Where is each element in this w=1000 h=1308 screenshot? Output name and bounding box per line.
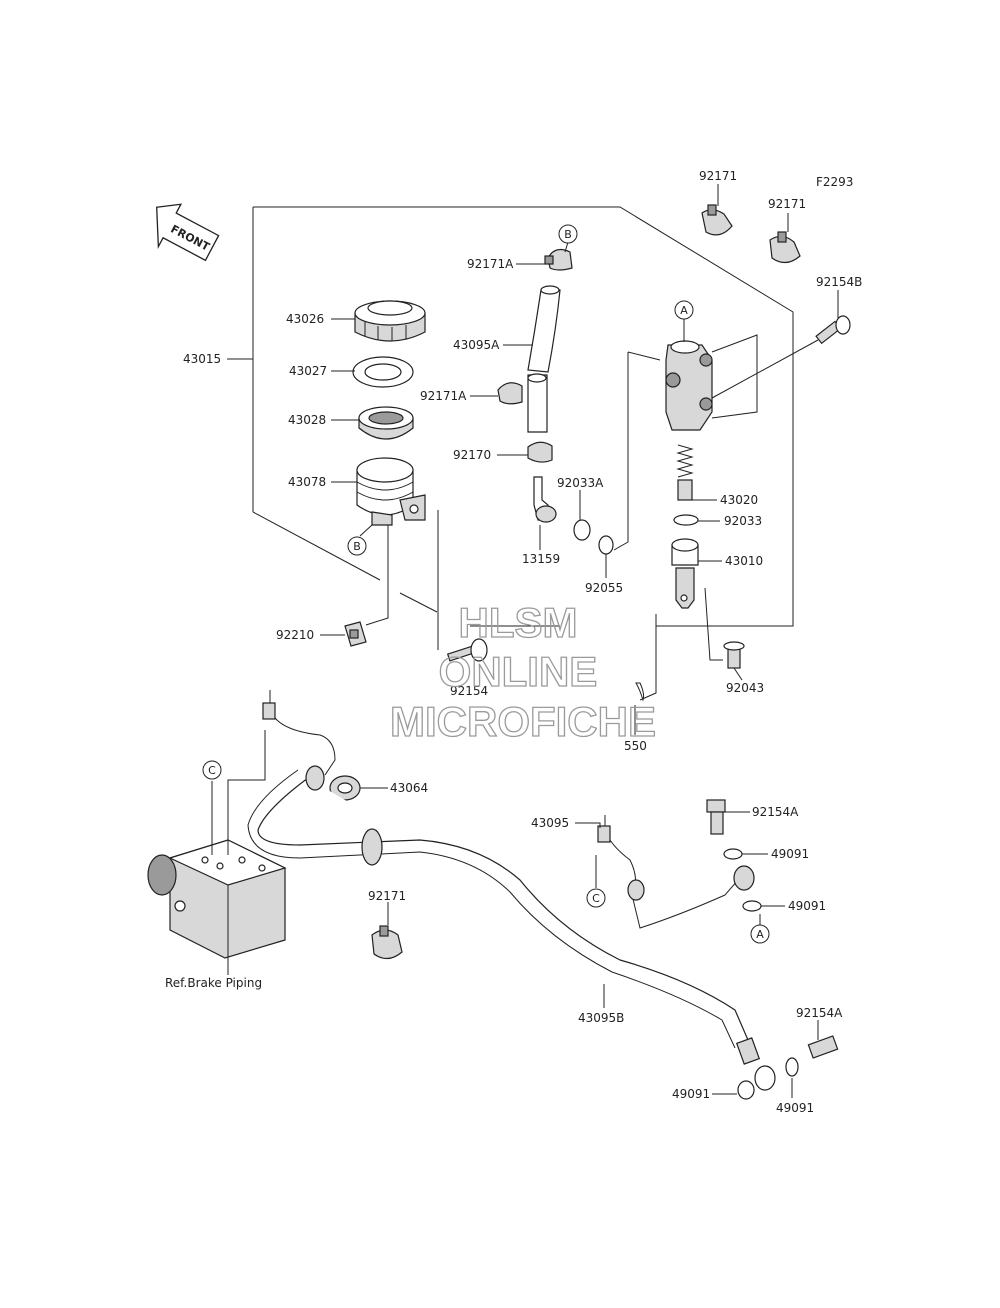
part-labels: 92171 92171 92154B 92171A 43026 43095A 4… xyxy=(165,169,862,1115)
part-label: 43064 xyxy=(390,781,428,795)
reservoir-cap-43026 xyxy=(354,300,426,342)
part-label: 92171A xyxy=(420,389,467,403)
part-label: 92154A xyxy=(752,805,799,819)
brake-hose-43095B xyxy=(247,765,776,1091)
bolt-92154B xyxy=(711,315,851,399)
part-label: 92170 xyxy=(453,448,491,462)
part-label: 43095 xyxy=(531,816,569,830)
svg-text:B: B xyxy=(353,540,361,553)
part-label: 92043 xyxy=(726,681,764,695)
part-label: 43027 xyxy=(289,364,327,378)
piston-43010 xyxy=(671,538,699,609)
brake-pipe-c xyxy=(597,815,755,929)
spring-43020 xyxy=(676,444,694,501)
part-label: 92171 xyxy=(699,169,737,183)
pin-92043 xyxy=(723,641,745,669)
part-label: 43095B xyxy=(578,1011,624,1025)
part-label: 92033A xyxy=(557,476,604,490)
part-label: 13159 xyxy=(522,552,560,566)
callout-c-right: C xyxy=(586,888,606,908)
washer-49091-low2 xyxy=(785,1057,799,1077)
watermark-line-3: MICROFICHE xyxy=(390,698,656,745)
part-label: 92033 xyxy=(724,514,762,528)
svg-text:A: A xyxy=(680,304,688,317)
svg-text:B: B xyxy=(564,228,572,241)
washer-49091-low1 xyxy=(737,1080,755,1100)
clamp-92171-top2 xyxy=(769,231,801,264)
bolt-92154 xyxy=(446,638,488,662)
hose-43095A xyxy=(527,285,561,433)
part-label: 92154 xyxy=(450,684,488,698)
part-label: 43078 xyxy=(288,475,326,489)
svg-text:A: A xyxy=(756,928,764,941)
banjo-bolt-92154A-low xyxy=(807,1035,839,1059)
master-cylinder-body xyxy=(665,334,758,431)
clamp-92170 xyxy=(527,441,553,463)
leader-lines xyxy=(211,184,839,1098)
clamp-92171-top1 xyxy=(701,204,733,236)
abs-unit xyxy=(147,839,287,959)
callout-b-bottom: B xyxy=(347,536,367,556)
clamp-92171A-top xyxy=(544,248,573,271)
figure-code: F2293 xyxy=(816,175,853,189)
part-label: 49091 xyxy=(672,1087,710,1101)
diaphragm-43028 xyxy=(358,406,414,440)
part-label: 92171 xyxy=(768,197,806,211)
watermark-line-1: HLSM xyxy=(459,599,578,646)
banjo-bolt-92154A-mid xyxy=(706,799,726,835)
part-label: 550 xyxy=(624,739,647,753)
circlip-92033A xyxy=(573,519,591,541)
washer-49091-mid1 xyxy=(723,848,743,860)
part-label: 43026 xyxy=(286,312,324,326)
diaphragm-plate-43027 xyxy=(352,356,414,388)
svg-text:C: C xyxy=(592,892,600,905)
clamp-92171-low xyxy=(371,925,403,960)
callout-a-bottom: A xyxy=(750,924,770,944)
fitting-13159 xyxy=(533,476,557,523)
part-label: 43028 xyxy=(288,413,326,427)
part-label: 92154B xyxy=(816,275,862,289)
reservoir-body-43078 xyxy=(356,457,426,526)
part-label: 92210 xyxy=(276,628,314,642)
front-arrow-icon: FRONT xyxy=(155,203,220,262)
callout-a-top: A xyxy=(674,300,694,320)
part-label: 49091 xyxy=(771,847,809,861)
part-label: 49091 xyxy=(776,1101,814,1115)
part-label: 92171A xyxy=(467,257,514,271)
part-label: 92171 xyxy=(368,889,406,903)
part-label: 43010 xyxy=(725,554,763,568)
cylinder-bracket-line xyxy=(613,352,629,551)
o-ring-92055 xyxy=(598,535,614,555)
part-label: 92154A xyxy=(796,1006,843,1020)
washer-49091-mid2 xyxy=(742,900,762,912)
ref-brake-piping-label: Ref.Brake Piping xyxy=(165,976,262,990)
svg-text:C: C xyxy=(208,764,216,777)
part-label: 43015 xyxy=(183,352,221,366)
circlip-92033 xyxy=(673,514,699,526)
part-label: 49091 xyxy=(788,899,826,913)
watermark-line-2: ONLINE xyxy=(439,648,598,695)
part-label: 43095A xyxy=(453,338,500,352)
part-label: 92055 xyxy=(585,581,623,595)
brake-pipe-43095 xyxy=(262,690,336,776)
cotter-pin-550 xyxy=(635,682,645,702)
clamp-92171A-mid xyxy=(497,382,523,405)
part-label: 43020 xyxy=(720,493,758,507)
clamp-92210 xyxy=(344,621,367,647)
callout-b-top: B xyxy=(558,224,578,244)
watermark: HLSM ONLINE MICROFICHE xyxy=(389,598,656,745)
callout-c-left: C xyxy=(202,760,222,780)
